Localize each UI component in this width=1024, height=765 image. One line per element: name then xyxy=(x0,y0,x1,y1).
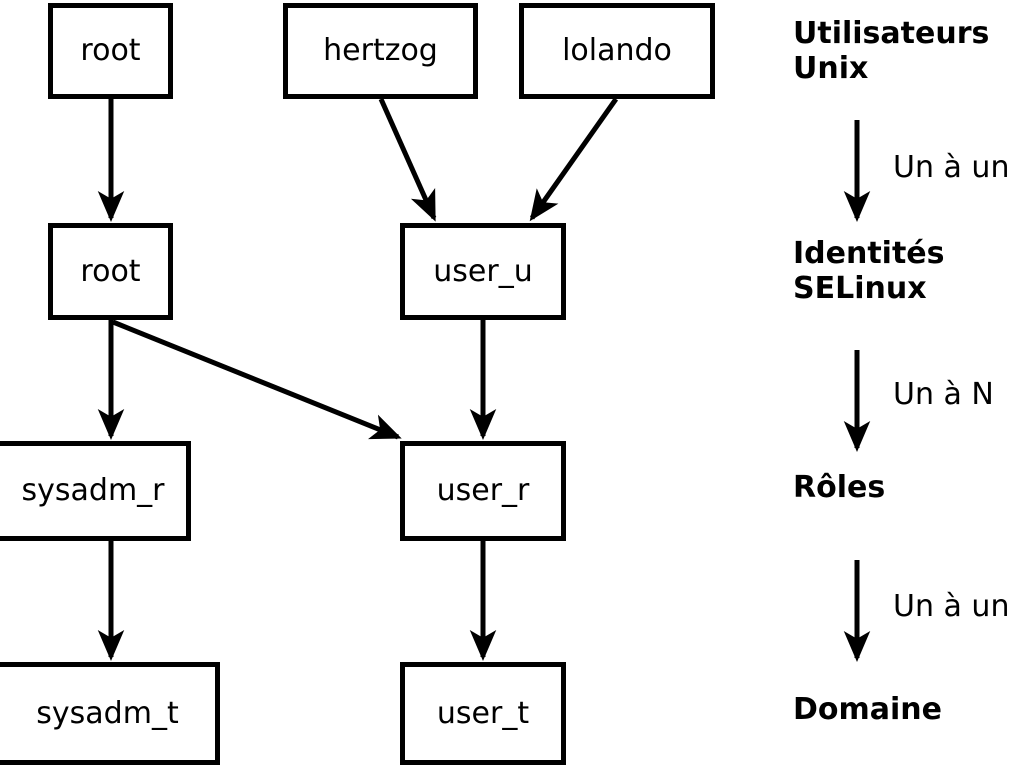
legend-layer-selinux-identities: Identités SELinux xyxy=(793,236,945,307)
node-label: root xyxy=(80,33,141,68)
edge-lolando-to-user-u xyxy=(529,97,619,222)
node-domain-sysadm-t[interactable]: sysadm_t xyxy=(0,662,220,765)
node-unix-hertzog[interactable]: hertzog xyxy=(283,3,478,99)
node-label: sysadm_t xyxy=(36,695,179,731)
node-selinux-identity-root[interactable]: root xyxy=(48,223,173,320)
node-label: sysadm_r xyxy=(21,473,165,508)
node-role-user-r[interactable]: user_r xyxy=(400,441,566,541)
node-selinux-identity-user-u[interactable]: user_u xyxy=(400,223,566,320)
legend-layer-roles: Rôles xyxy=(793,470,886,505)
node-label: user_t xyxy=(436,695,530,731)
legend-layer-domain: Domaine xyxy=(793,692,943,727)
node-unix-root[interactable]: root xyxy=(48,3,173,99)
node-role-sysadm-r[interactable]: sysadm_r xyxy=(0,441,191,541)
legend-layer-unix-users: Utilisateurs Unix xyxy=(793,16,990,87)
legend-relation-unix-to-identity-label: Un à un xyxy=(893,150,1010,185)
edge-group xyxy=(97,97,619,661)
legend-relation-role-to-domain-label: Un à un xyxy=(893,589,1010,624)
node-label: lolando xyxy=(562,33,672,68)
node-label: hertzog xyxy=(323,33,438,68)
node-domain-user-t[interactable]: user_t xyxy=(400,662,566,765)
node-unix-lolando[interactable]: lolando xyxy=(519,3,715,99)
node-label: user_u xyxy=(433,253,533,289)
node-label: root xyxy=(80,253,141,289)
node-label: user_r xyxy=(436,473,530,508)
legend-relation-identity-to-role-label: Un à N xyxy=(893,377,994,412)
edge-sel-root-to-user-r xyxy=(112,319,402,440)
edge-hertzog-to-user-u xyxy=(378,97,437,222)
